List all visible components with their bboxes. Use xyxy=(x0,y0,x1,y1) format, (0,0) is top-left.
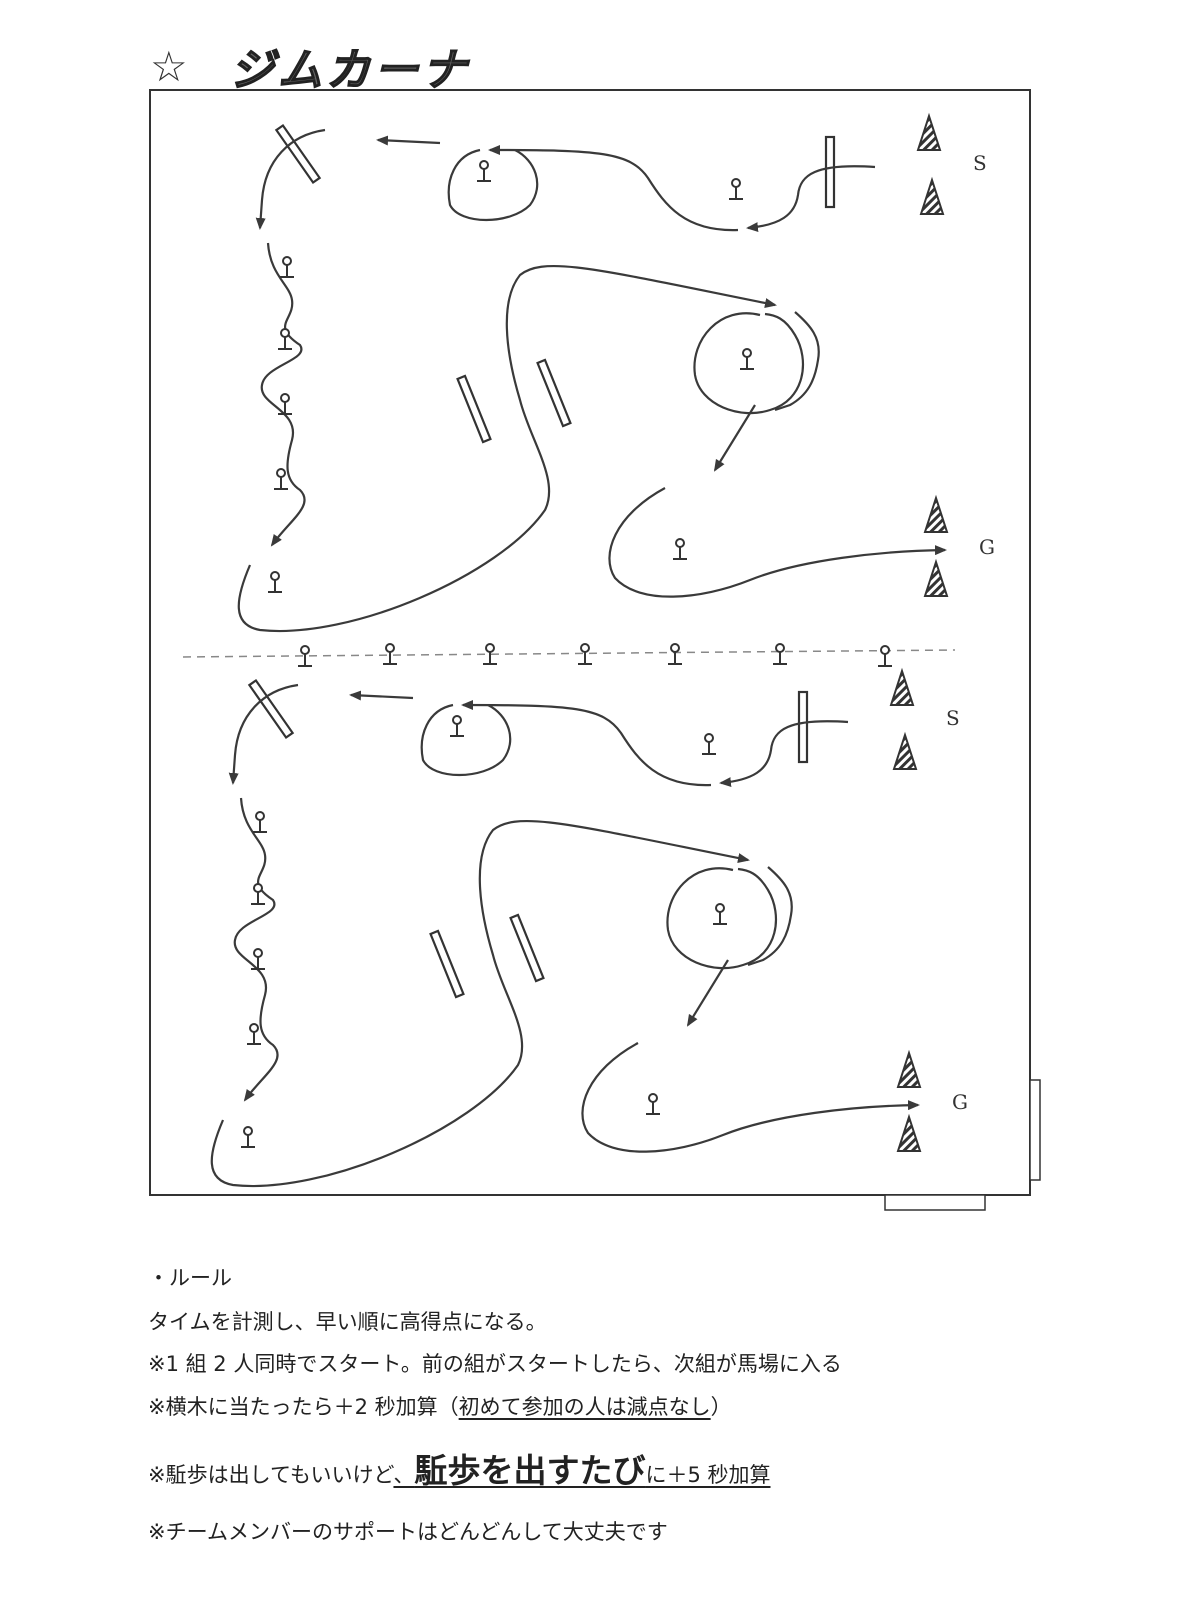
rules-heading: ・ルール xyxy=(148,1266,232,1290)
upper-course xyxy=(239,116,947,631)
rule-3-prefix: ※横木に当たったら＋2 秒加算（ xyxy=(148,1395,459,1419)
rule-line-5: ※チームメンバーのサポートはどんどんして大丈夫です xyxy=(148,1520,668,1544)
rule-4-prefix: ※駈歩は出してもいいけど xyxy=(148,1463,394,1487)
rule-4-comma: 、 xyxy=(393,1463,415,1487)
page-title: ☆ ジムカーナ xyxy=(150,36,470,97)
gate-side xyxy=(1029,1079,1041,1181)
gate-bottom xyxy=(884,1194,986,1211)
arena-border xyxy=(149,89,1031,1196)
rule-line-4: ※駈歩は出してもいいけど、駈歩を出すたびに＋5 秒加算 xyxy=(148,1444,771,1492)
rule-line-1: タイムを計測し、早い順に高得点になる。 xyxy=(148,1310,547,1334)
rule-line-3: ※横木に当たったら＋2 秒加算（初めて参加の人は減点なし） xyxy=(148,1391,732,1421)
lower-course xyxy=(212,671,920,1186)
upper-goal-label: G xyxy=(979,535,995,559)
rule-3-suffix: ） xyxy=(710,1395,732,1419)
star-icon: ☆ xyxy=(150,41,188,91)
divider-line xyxy=(182,649,956,658)
rule-4-underlined: 、駈歩を出すたびに＋5 秒加算 xyxy=(393,1451,771,1490)
lower-start-label: S xyxy=(946,706,960,730)
rule-line-2: ※1 組 2 人同時でスタート。前の組がスタートしたら、次組が馬場に入る xyxy=(148,1352,842,1376)
lower-goal-label: G xyxy=(952,1090,968,1114)
upper-start-label: S xyxy=(973,151,987,175)
title-text: ジムカーナ xyxy=(229,44,470,97)
course-diagram: S G S G xyxy=(149,89,1041,1211)
divider-poles xyxy=(297,643,893,667)
rule-4-emphasis: 駈歩を出すたび xyxy=(414,1451,646,1490)
rule-3-underlined: 初めて参加の人は減点なし xyxy=(458,1395,711,1419)
rule-4-suffix: に＋5 秒加算 xyxy=(645,1463,771,1487)
